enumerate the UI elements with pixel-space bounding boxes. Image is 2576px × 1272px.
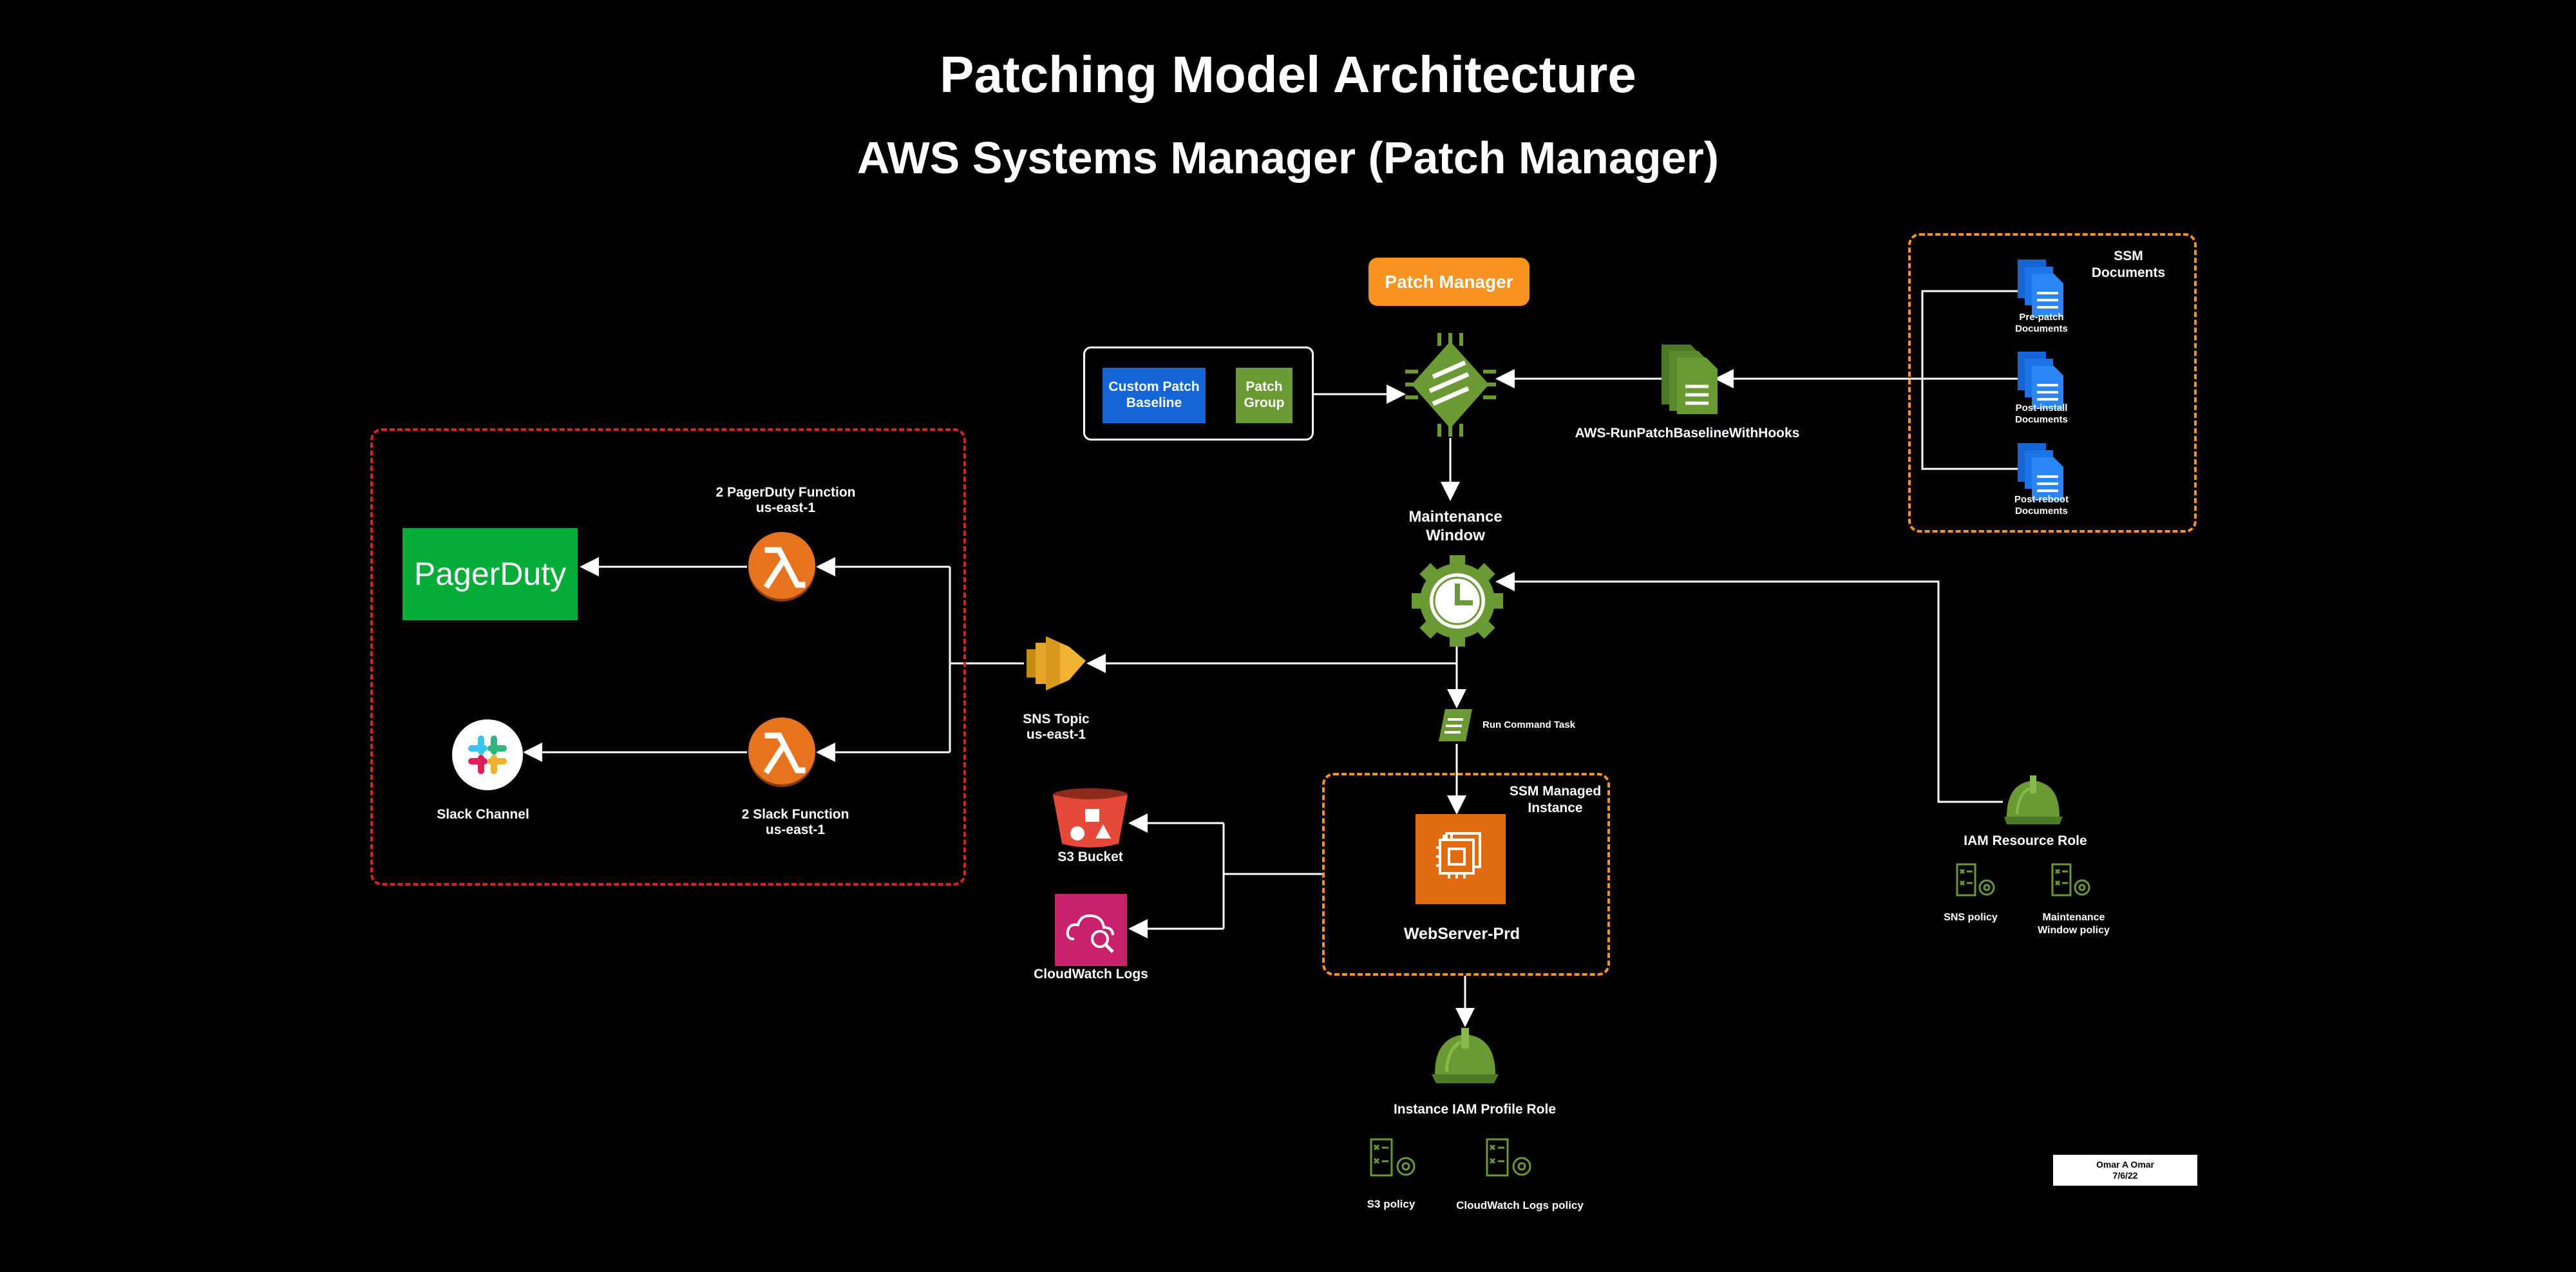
custom-patch-baseline-label: Custom Patch Baseline bbox=[1108, 379, 1200, 411]
sns-topic-icon[interactable] bbox=[1024, 631, 1088, 696]
s3-policy-icon[interactable] bbox=[1368, 1137, 1420, 1181]
pre-patch-documents-label: Pre-patch Documents bbox=[2015, 312, 2068, 335]
patch-group[interactable]: Patch Group bbox=[1236, 368, 1293, 423]
webserver-ec2-icon[interactable] bbox=[1416, 814, 1506, 904]
notification-group bbox=[370, 428, 966, 886]
author-date: 7/6/22 bbox=[2112, 1170, 2138, 1181]
slack-channel-label: Slack Channel bbox=[437, 807, 529, 822]
maintenance-window-policy-label: Maintenance Window policy bbox=[2038, 912, 2110, 936]
patch-manager-text: Patch Manager bbox=[1385, 272, 1513, 292]
patch-manager-icon[interactable] bbox=[1404, 332, 1497, 438]
maintenance-window-policy-icon[interactable] bbox=[2050, 862, 2095, 900]
s3-policy-label: S3 policy bbox=[1367, 1198, 1416, 1210]
post-reboot-documents-label: Post-reboot Documents bbox=[2014, 494, 2069, 517]
post-install-documents-label: Post-install Documents bbox=[2015, 403, 2068, 426]
author-box: Omar A Omar 7/6/22 bbox=[2053, 1155, 2197, 1186]
sns-policy-icon[interactable] bbox=[1955, 862, 2000, 900]
pagerduty-logo[interactable]: PagerDuty bbox=[402, 528, 578, 620]
custom-patch-baseline[interactable]: Custom Patch Baseline bbox=[1103, 368, 1206, 423]
ssm-documents-title: SSM Documents bbox=[2091, 249, 2166, 280]
maintenance-window-label: Maintenance Window bbox=[1408, 508, 1502, 545]
slack-lambda-icon[interactable] bbox=[746, 716, 818, 788]
webserver-label: WebServer-Prd bbox=[1403, 925, 1520, 943]
pagerduty-function-name: 2 PagerDuty Function bbox=[715, 485, 856, 500]
slack-function-name: 2 Slack Function bbox=[741, 807, 849, 822]
ssm-documents-group bbox=[1908, 233, 2197, 533]
ssm-managed-instance-title: SSM Managed Instance bbox=[1509, 784, 1602, 815]
s3-bucket-icon[interactable] bbox=[1052, 787, 1129, 848]
instance-profile-role-label: Instance IAM Profile Role bbox=[1393, 1102, 1557, 1117]
cloudwatch-logs-policy-icon[interactable] bbox=[1484, 1137, 1536, 1181]
patch-group-label: Patch Group bbox=[1244, 379, 1285, 411]
page-subtitle: AWS Systems Manager (Patch Manager) bbox=[857, 133, 1719, 183]
cloudwatch-logs-icon[interactable] bbox=[1055, 894, 1127, 966]
s3-bucket-label: S3 Bucket bbox=[1057, 850, 1123, 864]
ssm-managed-instance-group bbox=[1322, 773, 1610, 976]
post-install-document-icon[interactable] bbox=[2016, 350, 2067, 411]
post-reboot-document-icon[interactable] bbox=[2016, 441, 2067, 502]
pagerduty-function-region: us-east-1 bbox=[755, 500, 816, 515]
maintenance-window-icon[interactable] bbox=[1409, 553, 1506, 649]
cloudwatch-logs-label: CloudWatch Logs bbox=[1034, 967, 1148, 982]
slack-function-region: us-east-1 bbox=[765, 822, 826, 837]
run-patch-document-label: AWS-RunPatchBaselineWithHooks bbox=[1575, 426, 1800, 441]
run-patch-document-icon[interactable] bbox=[1658, 341, 1719, 415]
pagerduty-logo-text: PagerDuty bbox=[413, 556, 567, 592]
diagram-canvas bbox=[322, 0, 2254, 1272]
iam-resource-role-icon[interactable] bbox=[2003, 772, 2064, 830]
sns-topic-region: us-east-1 bbox=[1026, 727, 1086, 742]
pre-patch-document-icon[interactable] bbox=[2016, 258, 2067, 319]
run-command-task-label: Run Command Task bbox=[1482, 719, 1575, 730]
page-title: Patching Model Architecture bbox=[940, 46, 1636, 103]
slack-icon[interactable] bbox=[451, 718, 525, 792]
sns-topic-name: SNS Topic bbox=[1023, 712, 1090, 726]
author-name: Omar A Omar bbox=[2096, 1159, 2154, 1170]
pagerduty-lambda-icon[interactable] bbox=[746, 531, 818, 603]
patch-manager-label[interactable]: Patch Manager bbox=[1368, 258, 1530, 306]
sns-policy-label: SNS policy bbox=[1944, 912, 1998, 923]
patch-baseline-box[interactable]: Custom Patch Baseline Patch Group bbox=[1083, 346, 1314, 441]
instance-profile-role-icon[interactable] bbox=[1430, 1024, 1501, 1088]
run-command-icon[interactable] bbox=[1436, 707, 1475, 744]
cloudwatch-logs-policy-label: CloudWatch Logs policy bbox=[1456, 1199, 1584, 1211]
iam-resource-role-label: IAM Resource Role bbox=[1964, 833, 2087, 848]
